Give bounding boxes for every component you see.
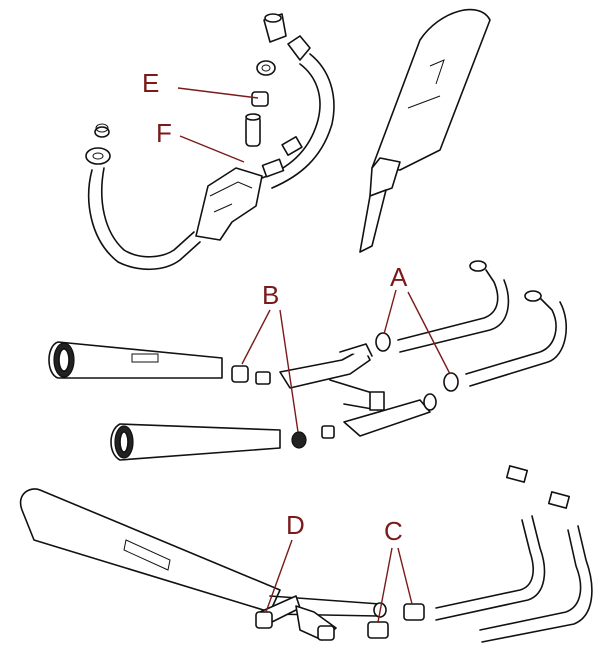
leader-b-lower (279, 309, 299, 433)
middle-upper-header-flange (469, 260, 487, 272)
part-b-ring-upper (231, 365, 249, 383)
leader-a-upper (383, 289, 397, 335)
leader-b-upper (241, 309, 271, 365)
callout-b: B (262, 280, 279, 310)
middle-upper-silencer (48, 341, 223, 379)
leader-a-lower (407, 291, 451, 375)
top-exhaust-assembly (85, 8, 491, 271)
top-header-flange (85, 147, 111, 165)
callout-f: F (156, 118, 172, 148)
leader-f (179, 135, 245, 163)
leader-lines (177, 87, 451, 623)
bottom-lower-header-flange (547, 491, 571, 509)
top-right-flange (287, 35, 311, 61)
part-e-gasket (256, 60, 276, 76)
callout-a: A (390, 262, 408, 292)
part-a-ring-upper (375, 332, 391, 352)
callout-d: D (286, 510, 305, 540)
part-b-ring-lower (291, 431, 307, 449)
middle-exhaust-assembly (48, 260, 568, 461)
top-muffler-body (371, 8, 491, 171)
callout-e: E (142, 68, 159, 98)
leader-e (177, 87, 259, 99)
middle-lower-header-flange (524, 290, 542, 302)
leader-d (265, 539, 293, 613)
leader-c-upper (397, 547, 413, 605)
callout-c: C (384, 516, 403, 546)
bottom-exhaust-assembly (19, 465, 593, 643)
part-e-sleeve (251, 91, 269, 107)
middle-upper-joint (279, 347, 371, 389)
callout-labels: E F A B C D (142, 68, 408, 546)
part-c-ring-lower (367, 621, 389, 639)
part-c-ring-upper (403, 603, 425, 621)
bottom-upper-header-flange (505, 465, 529, 483)
top-collector (195, 167, 263, 241)
part-a-ring-lower (443, 372, 459, 392)
leader-c-lower (377, 547, 393, 623)
middle-lower-joint (343, 399, 431, 437)
bottom-muffler-badge (123, 539, 171, 571)
top-muffler-tip (359, 189, 387, 253)
middle-lower-silencer (110, 423, 281, 461)
